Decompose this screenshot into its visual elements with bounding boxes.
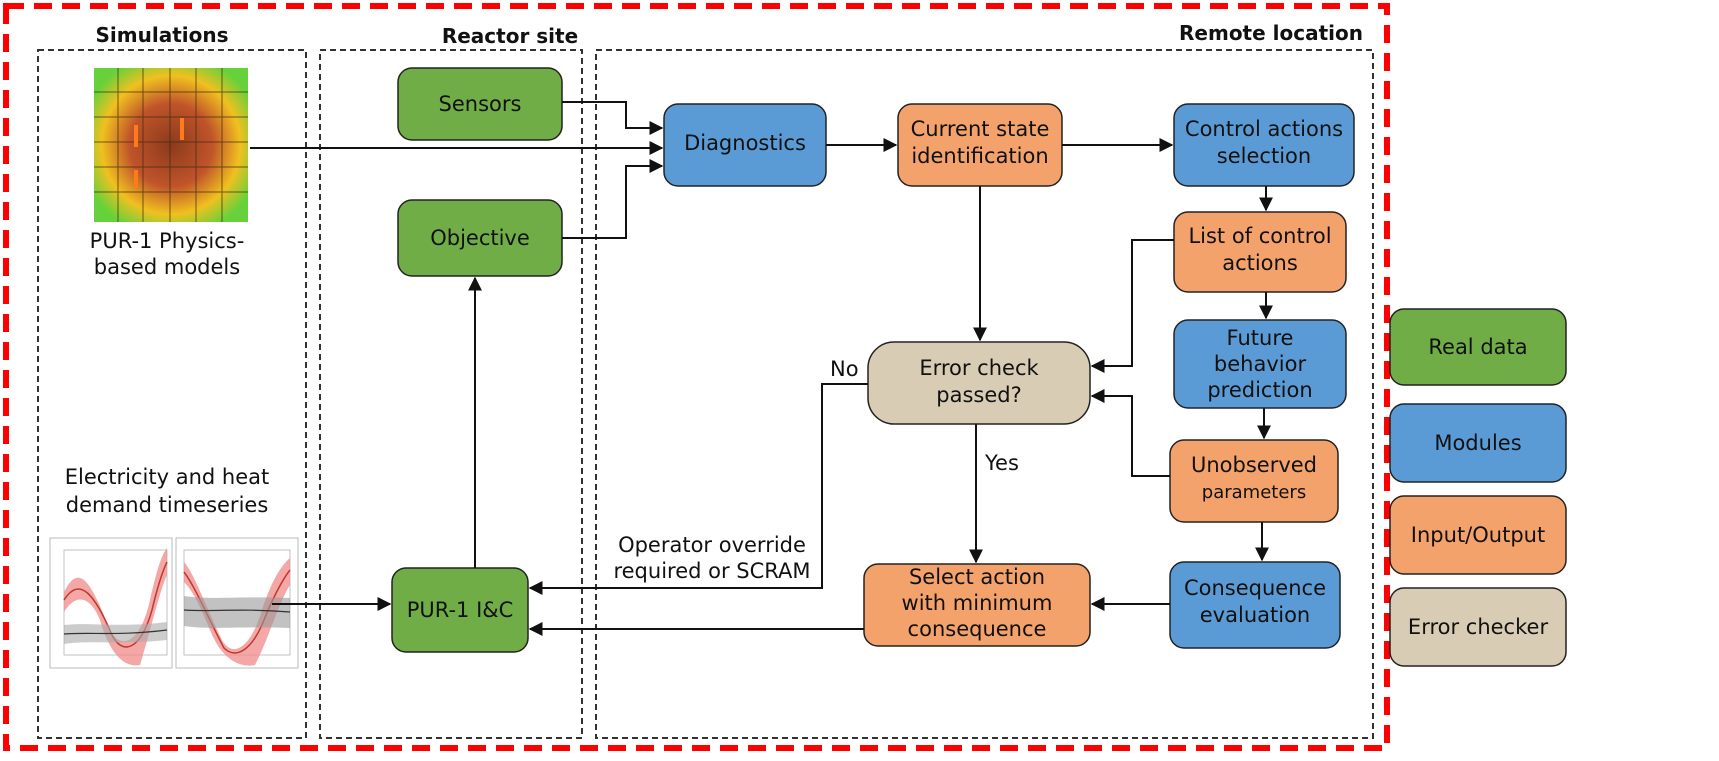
section-title-simulations: Simulations — [96, 23, 229, 47]
edge-label-override-1: Operator override — [618, 533, 806, 557]
remote-location-section — [595, 49, 1374, 739]
arrow-errorcheck-override — [528, 383, 868, 595]
section-title-remote-location: Remote location — [1179, 21, 1363, 45]
legend-real-data-box — [1389, 308, 1567, 386]
error-check-label-2: passed? — [936, 383, 1021, 407]
arrow-unobserved-errorcheck — [1090, 389, 1170, 477]
unobserved-params-box — [1169, 439, 1339, 523]
arrow-sensors-diagnostics — [562, 101, 664, 135]
timeseries-label-1: Electricity and heat — [65, 465, 270, 489]
simulations-section — [37, 49, 307, 739]
future-behavior-label-3: prediction — [1207, 378, 1312, 402]
error-check-label-1: Error check — [919, 356, 1039, 380]
list-control-actions-label-1: List of control — [1188, 224, 1331, 248]
core-map-image — [94, 68, 248, 222]
consequence-eval-label-1: Consequence — [1184, 576, 1326, 600]
legend: Real data Modules Input/Output Error che… — [1389, 308, 1567, 667]
unobserved-params-label-2: parameters — [1202, 482, 1306, 503]
arrow-list-errorcheck — [1090, 239, 1174, 373]
control-selection-box — [1173, 103, 1355, 187]
legend-error-checker-label: Error checker — [1408, 615, 1549, 639]
edge-label-yes: Yes — [984, 451, 1019, 475]
select-action-box — [863, 563, 1091, 647]
control-selection-label-2: selection — [1217, 144, 1311, 168]
objective-label: Objective — [430, 226, 530, 250]
arrows — [250, 101, 1273, 636]
future-behavior-label-1: Future — [1227, 326, 1294, 350]
legend-modules-box — [1389, 403, 1567, 483]
physics-models-label-1: PUR-1 Physics- — [90, 229, 245, 253]
consequence-eval-label-2: evaluation — [1200, 603, 1310, 627]
legend-error-checker-box — [1389, 587, 1567, 667]
legend-input-output-label: Input/Output — [1411, 523, 1545, 547]
future-behavior-box — [1173, 319, 1347, 409]
arrow-objective-diagnostics — [562, 159, 664, 239]
current-state-label-1: Current state — [911, 117, 1050, 141]
legend-input-output-box — [1389, 495, 1567, 575]
reactor-site-section — [319, 49, 583, 739]
legend-modules-label: Modules — [1434, 431, 1521, 455]
select-action-label-1: Select action — [909, 565, 1045, 589]
edge-label-override-2: required or SCRAM — [613, 559, 810, 583]
unobserved-params-label-1: Unobserved — [1191, 453, 1317, 477]
outer-border — [3, 3, 1390, 751]
select-action-label-3: consequence — [908, 617, 1047, 641]
diagnostics-label: Diagnostics — [684, 131, 806, 155]
list-control-actions-box — [1173, 211, 1347, 293]
section-title-reactor-site: Reactor site — [442, 24, 578, 48]
control-selection-label-1: Control actions — [1185, 117, 1343, 141]
current-state-label-2: identification — [911, 144, 1048, 168]
timeseries-plot-1 — [49, 537, 173, 669]
select-action-label-2: with minimum — [902, 591, 1053, 615]
timeseries-plot-2 — [175, 537, 299, 669]
pur1-ic-box — [391, 567, 529, 653]
list-control-actions-label-2: actions — [1222, 251, 1298, 275]
sensors-label: Sensors — [439, 92, 522, 116]
future-behavior-label-2: behavior — [1214, 352, 1307, 376]
physics-models-label-2: based models — [94, 255, 240, 279]
legend-real-data-label: Real data — [1428, 335, 1527, 359]
pur1-ic-label: PUR-1 I&C — [407, 598, 514, 622]
sensors-box — [397, 67, 563, 141]
edge-label-no: No — [830, 357, 859, 381]
timeseries-label-2: demand timeseries — [66, 493, 269, 517]
